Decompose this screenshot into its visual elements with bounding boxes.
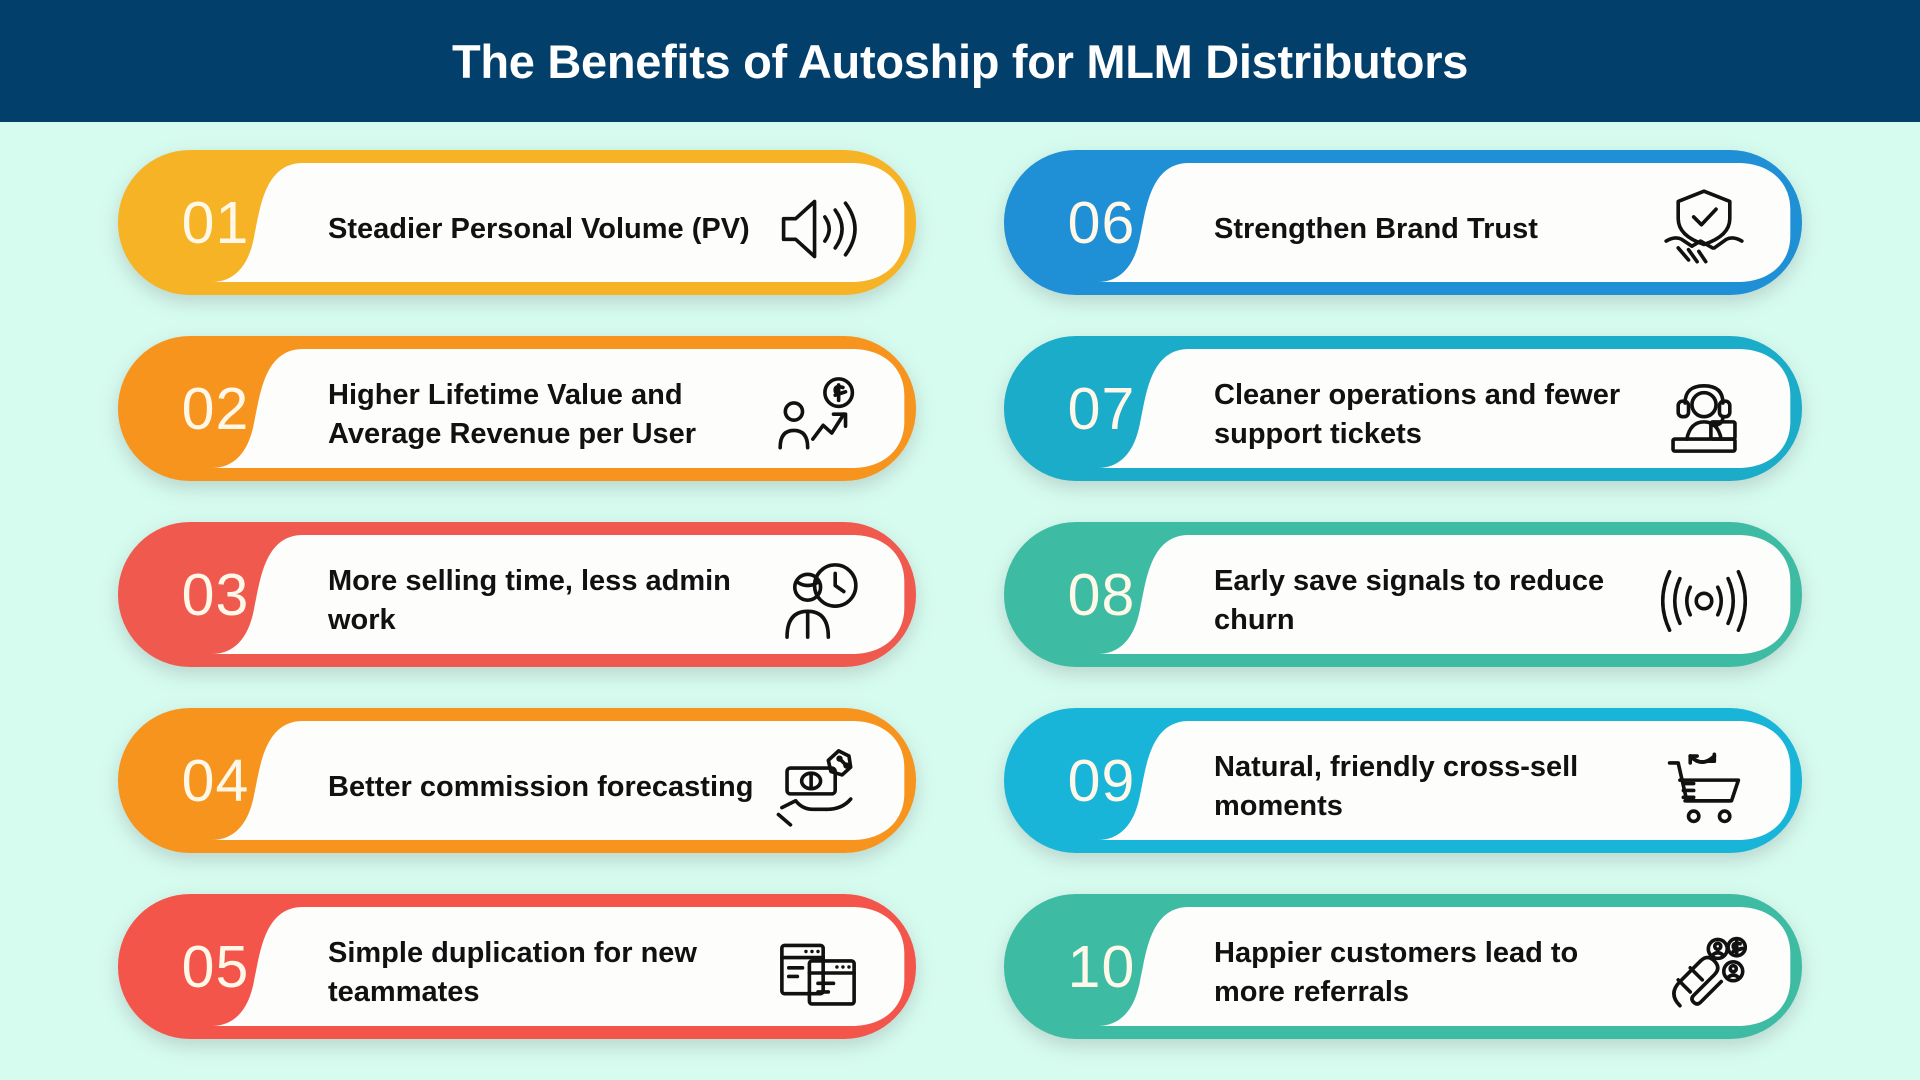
card-body: Happier customers lead to more referrals xyxy=(1214,907,1778,1039)
card-number: 07 xyxy=(1067,375,1136,442)
revenue-growth-person-icon xyxy=(770,367,866,463)
signal-broadcast-icon xyxy=(1656,553,1752,649)
card-white-panel xyxy=(1004,522,1802,667)
right-column: 06 Strengthen Brand Trust 07 Cleaner opera… xyxy=(1004,150,1802,1080)
card-white-panel xyxy=(1004,894,1802,1039)
card-number: 09 xyxy=(1067,747,1136,814)
megaphone-speaker-icon xyxy=(770,181,866,277)
card-white-panel xyxy=(118,150,916,295)
card-number: 10 xyxy=(1067,933,1136,1000)
card-white-panel xyxy=(118,894,916,1039)
card-number: 06 xyxy=(1067,189,1136,256)
card-title-text: Higher Lifetime Value and Average Revenu… xyxy=(328,379,697,450)
card-title-text: Better commission forecasting xyxy=(328,770,754,803)
card-white-panel xyxy=(1004,336,1802,481)
money-hand-percent-icon xyxy=(770,739,866,835)
card-title-text: Strengthen Brand Trust xyxy=(1214,212,1538,245)
benefit-card[interactable]: 08 Early save signals to reduce churn xyxy=(1004,522,1802,667)
benefit-card[interactable]: 01 Steadier Personal Volume (PV) xyxy=(118,150,916,295)
card-body: Strengthen Brand Trust xyxy=(1214,163,1778,295)
card-body: Simple duplication for new teammates xyxy=(328,907,892,1039)
card-number: 02 xyxy=(181,375,250,442)
card-body: Early save signals to reduce churn xyxy=(1214,535,1778,667)
card-white-panel xyxy=(1004,708,1802,853)
benefit-card[interactable]: 04 Better commission forecasting xyxy=(118,708,916,853)
shield-handshake-icon xyxy=(1656,181,1752,277)
support-agent-headset-icon xyxy=(1656,367,1752,463)
benefit-card[interactable]: 02 Higher Lifetime Value and Average Reve… xyxy=(118,336,916,481)
shopping-cart-crosssell-icon xyxy=(1656,739,1752,835)
card-number: 01 xyxy=(181,189,250,256)
card-white-panel xyxy=(118,708,916,853)
card-title-text: More selling time, less admin work xyxy=(328,565,731,636)
card-title-text: Natural, friendly cross-sell moments xyxy=(1214,751,1579,822)
card-white-panel xyxy=(118,522,916,667)
benefit-card[interactable]: 06 Strengthen Brand Trust xyxy=(1004,150,1802,295)
benefit-card[interactable]: 07 Cleaner operations and fewer support t… xyxy=(1004,336,1802,481)
magnet-referral-icon xyxy=(1656,925,1752,1021)
card-title-text: Early save signals to reduce churn xyxy=(1214,565,1605,636)
benefit-card[interactable]: 05 Simple duplication for new teammates xyxy=(118,894,916,1039)
card-number: 05 xyxy=(181,933,250,1000)
card-number: 04 xyxy=(181,747,250,814)
card-body: Cleaner operations and fewer support tic… xyxy=(1214,349,1778,481)
header-banner: The Benefits of Autoship for MLM Distrib… xyxy=(0,0,1920,122)
card-number: 08 xyxy=(1067,561,1136,628)
card-title-text: Happier customers lead to more referrals xyxy=(1214,937,1579,1008)
benefit-card[interactable]: 03 More selling time, less admin work xyxy=(118,522,916,667)
duplicate-windows-icon xyxy=(770,925,866,1021)
card-title-text: Cleaner operations and fewer support tic… xyxy=(1214,379,1621,450)
card-title-text: Steadier Personal Volume (PV) xyxy=(328,212,750,245)
page-title: The Benefits of Autoship for MLM Distrib… xyxy=(451,34,1469,88)
card-body: Better commission forecasting xyxy=(328,721,892,853)
card-body: Steadier Personal Volume (PV) xyxy=(328,163,892,295)
card-white-panel xyxy=(1004,150,1802,295)
benefits-board: 01 Steadier Personal Volume (PV) 02 Higher… xyxy=(0,122,1920,1080)
card-number: 03 xyxy=(181,561,250,628)
card-body: More selling time, less admin work xyxy=(328,535,892,667)
card-title-text: Simple duplication for new teammates xyxy=(328,937,697,1008)
card-white-panel xyxy=(118,336,916,481)
benefit-card[interactable]: 09 Natural, friendly cross-sell moments xyxy=(1004,708,1802,853)
person-clock-icon xyxy=(770,553,866,649)
card-body: Higher Lifetime Value and Average Revenu… xyxy=(328,349,892,481)
benefit-card[interactable]: 10 Happier customers lead to more referra… xyxy=(1004,894,1802,1039)
card-body: Natural, friendly cross-sell moments xyxy=(1214,721,1778,853)
left-column: 01 Steadier Personal Volume (PV) 02 Higher… xyxy=(118,150,916,1080)
